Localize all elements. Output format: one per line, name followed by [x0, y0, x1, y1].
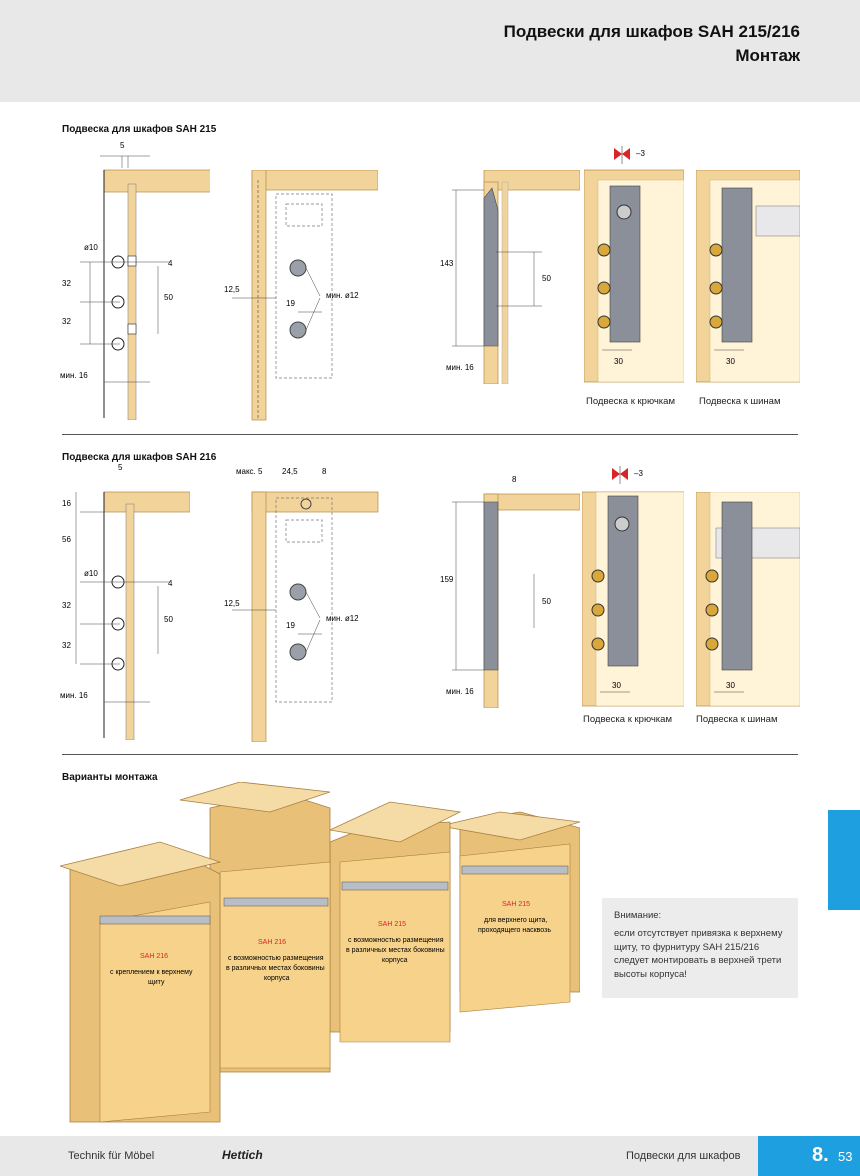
- dim-143: 143: [440, 259, 454, 268]
- page-footer: Technik für Möbel Hettich Подвески для ш…: [0, 1136, 860, 1176]
- dim-30b: 30: [726, 357, 735, 366]
- section-divider-1: [62, 434, 798, 435]
- caption-rail-216: Подвеска к шинам: [696, 714, 778, 725]
- dim-24-5: 24,5: [282, 467, 298, 476]
- dim-max5: макс. 5: [236, 467, 263, 476]
- dim-minus3: –3: [636, 149, 645, 158]
- dim-min16: мин. 16: [60, 691, 88, 700]
- dim-5: 5: [118, 463, 123, 472]
- dim-30a: 30: [612, 681, 621, 690]
- sah215-hole-diagram: 5 ø10 4 32 32 50 мин. 16: [60, 141, 210, 420]
- variant-1-text1: с креплением к верхнему: [110, 969, 193, 976]
- dim-8: 8: [322, 467, 327, 476]
- hettich-logo: Hettich: [222, 1148, 263, 1162]
- page-number-box: 8. 53: [758, 1136, 860, 1176]
- dim-32a: 32: [62, 601, 71, 610]
- dim-12-5: 12,5: [224, 285, 240, 294]
- mounting-variants-illustration: SAH 216 с креплением к верхнему щиту SAH…: [60, 782, 580, 1123]
- variant-3-text3: корпуса: [382, 957, 408, 964]
- dim-50: 50: [164, 293, 173, 302]
- sah216-hole-diagram: 5 16 56 ø10 4 32 32 50 мин. 16: [60, 463, 190, 740]
- variant-2-text3: корпуса: [264, 975, 290, 982]
- dim-min16b: мин. 16: [446, 363, 474, 372]
- dim-min16b: мин. 16: [446, 687, 474, 696]
- variant-4-name: SAH 215: [502, 901, 530, 908]
- footer-section-name: Подвески для шкафов: [626, 1150, 741, 1162]
- sah215-front-diagram: 12,5 19 мин. ø12: [224, 170, 378, 421]
- page-header: Подвески для шкафов SAH 215/216 Монтаж: [0, 0, 860, 102]
- variant-3-text1: с возможностью размещения: [348, 937, 444, 944]
- dim-4: 4: [168, 579, 173, 588]
- dim-50: 50: [164, 615, 173, 624]
- sah216-front-diagram: макс. 5 24,5 8 12,5 19 мин. ø12: [224, 467, 379, 742]
- variant-1-name: SAH 216: [140, 953, 168, 960]
- dim-16: 16: [62, 499, 71, 508]
- variant-4-text2: проходящего насквозь: [478, 927, 551, 934]
- page-number-sub: 53: [838, 1149, 853, 1164]
- dim-32b: 32: [62, 317, 71, 326]
- section-divider-2: [62, 754, 798, 755]
- dim-32a: 32: [62, 279, 71, 288]
- dim-min12: мин. ø12: [326, 614, 359, 623]
- dim-19: 19: [286, 299, 295, 308]
- variant-2-text1: с возможностью размещения: [228, 955, 324, 962]
- footer-left-text: Technik für Möbel: [68, 1150, 155, 1162]
- variant-3-name: SAH 215: [378, 921, 406, 928]
- variant-3-text2: в различных местах боковины: [346, 946, 445, 954]
- dim-minus3: –3: [634, 469, 643, 478]
- notice-body: если отсутствует привязка к верхнему щит…: [614, 928, 783, 980]
- sah215-hook-view: –3 30: [584, 146, 684, 383]
- page-number-main: 8.: [812, 1144, 829, 1166]
- dim-50b: 50: [542, 274, 551, 283]
- section-title-sah215: Подвеска для шкафов SAH 215: [62, 124, 217, 135]
- dim-min12: мин. ø12: [326, 291, 359, 300]
- sah215-hanger-side: 143 50 мин. 16: [440, 170, 580, 384]
- section-title-variants: Варианты монтажа: [62, 772, 158, 783]
- sah216-hanger-side: 8 159 50 мин. 16: [440, 475, 580, 708]
- sah216-hook-view: –3 30: [582, 466, 684, 707]
- variant-4-text1: для верхнего щита,: [484, 917, 547, 924]
- sah215-rail-view: 30: [696, 170, 800, 383]
- dim-30b: 30: [726, 681, 735, 690]
- notice-box: Внимание: если отсутствует привязка к ве…: [602, 898, 798, 998]
- dim-min16: мин. 16: [60, 371, 88, 380]
- dim-50b: 50: [542, 597, 551, 606]
- notice-heading: Внимание:: [614, 910, 662, 921]
- dim-dia10: ø10: [84, 569, 98, 578]
- dim-8b: 8: [512, 475, 517, 484]
- dim-159: 159: [440, 575, 454, 584]
- dim-30a: 30: [614, 357, 623, 366]
- variant-1-text2: щиту: [148, 979, 165, 986]
- variant-2-name: SAH 216: [258, 939, 286, 946]
- dim-5: 5: [120, 141, 125, 150]
- caption-hook-216: Подвеска к крючкам: [583, 714, 672, 725]
- sah216-rail-view: 30: [696, 492, 800, 707]
- dim-19: 19: [286, 621, 295, 630]
- section-title-sah216: Подвеска для шкафов SAH 216: [62, 452, 217, 463]
- variant-2-text2: в различных местах боковины: [226, 964, 325, 972]
- page-title: Подвески для шкафов SAH 215/216: [503, 22, 800, 41]
- caption-rail: Подвеска к шинам: [699, 396, 781, 407]
- dim-32b: 32: [62, 641, 71, 650]
- chapter-tab: [828, 810, 860, 910]
- dim-56: 56: [62, 535, 71, 544]
- caption-hook: Подвеска к крючкам: [586, 396, 675, 407]
- dim-12-5: 12,5: [224, 599, 240, 608]
- page-subtitle: Монтаж: [735, 46, 800, 65]
- dim-dia10: ø10: [84, 243, 98, 252]
- dim-4: 4: [168, 259, 173, 268]
